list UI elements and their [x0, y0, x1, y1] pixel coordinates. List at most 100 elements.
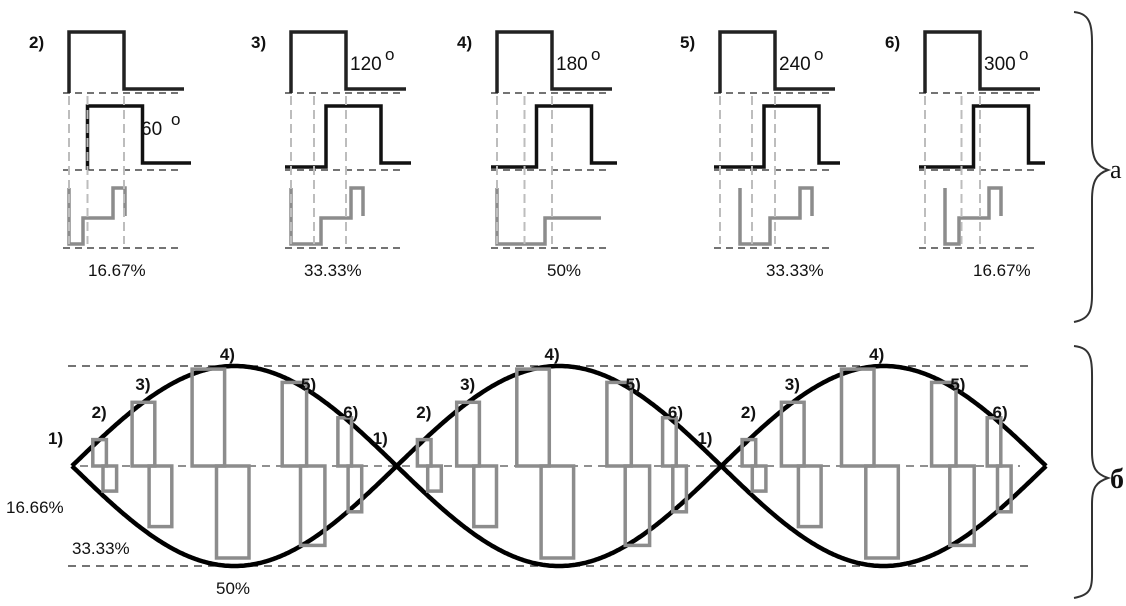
period-1-pulse-down-3 — [214, 464, 251, 560]
period-2-pulse-down-3 — [539, 464, 576, 560]
panel-5-shifted-pulse — [714, 104, 840, 169]
panel-3-reference-pulse — [289, 30, 406, 93]
period-2-pulse-down-1 — [425, 464, 444, 493]
period-2-pulse-down-2 — [472, 464, 499, 529]
panel-2-degree-sign: o — [171, 110, 180, 129]
period-2-pulse-up-1 — [415, 437, 433, 468]
brace-b-icon — [1073, 345, 1112, 599]
period-1-point-label-5: 5) — [301, 375, 316, 394]
period-2-point-label-1: 1) — [373, 429, 388, 448]
period-3-point-label-2: 2) — [741, 403, 756, 422]
period-2-pulse-up-3 — [515, 367, 552, 468]
period-3-point-label-3: 3) — [785, 375, 800, 394]
panel-2-reference-pulse — [67, 30, 184, 93]
period-1-pulse-up-3 — [190, 367, 227, 468]
period-3-pulse-up-5 — [985, 416, 1003, 468]
period-2-pulse-up-4 — [605, 380, 634, 468]
panel-6-reference-pulse — [923, 30, 1040, 93]
panel-3-percent: 33.33% — [304, 261, 362, 280]
period-1-pulse-down-2 — [147, 464, 174, 529]
level-label-33-33: 33.33% — [72, 539, 130, 558]
period-3-point-label-6: 6) — [993, 403, 1008, 422]
period-3-pulse-down-4 — [948, 464, 976, 548]
panel-4-percent: 50% — [547, 261, 581, 280]
period-3-pulse-down-3 — [864, 464, 901, 560]
period-3-pulse-up-4 — [929, 380, 958, 468]
section-b: 1) 2) 3) 4) 5) 6) 1) 2) 3) 4) 5) 6) 1) 2) 3) 4) 5) 6) 16.6… — [6, 345, 1048, 598]
period-2-pulse-up-2 — [454, 400, 482, 468]
panel-6-number: 6) — [885, 33, 900, 52]
period-3-pulse-down-1 — [750, 464, 768, 493]
panel-2-percent: 16.67% — [88, 261, 146, 280]
period-2-pulse-down-5 — [671, 464, 689, 514]
panel-3-difference-pulse — [289, 186, 365, 246]
panel-4-shifted-pulse — [491, 104, 617, 169]
panel-5-percent: 33.33% — [766, 261, 824, 280]
period-3-pulse-up-1 — [740, 437, 758, 468]
period-2-point-label-4: 4) — [545, 345, 560, 364]
envelope-lower — [70, 462, 1048, 569]
period-1-pulse-up-2 — [130, 400, 157, 468]
period-3-pulse-down-5 — [995, 464, 1013, 514]
period-1-pulse-up-5 — [336, 416, 354, 468]
panel-6-degree-sign: o — [1019, 45, 1028, 64]
period-3-point-label-4: 4) — [869, 345, 884, 364]
panel-4-reference-pulse — [495, 30, 612, 93]
period-1-point-label-2: 2) — [92, 403, 107, 422]
panel-6-difference-pulse — [943, 186, 1003, 246]
period-2-point-label-3: 3) — [460, 375, 475, 394]
period-1-point-label-1: 1) — [48, 429, 63, 448]
period-3-pulse-up-3 — [839, 367, 876, 468]
panel-2: 2) 60 o 16.67% — [29, 30, 191, 280]
panel-2-difference-pulse — [67, 186, 127, 246]
brace-a-icon — [1073, 11, 1112, 323]
period-2-pulse-up-5 — [660, 416, 678, 468]
period-3-point-label-1: 1) — [697, 429, 712, 448]
panel-5-reference-pulse — [718, 30, 835, 93]
period-1-pulse-down-5 — [346, 464, 364, 514]
panel-6-shifted-pulse — [919, 104, 1045, 169]
envelope-upper — [70, 363, 1048, 470]
panel-6-percent: 16.67% — [973, 261, 1031, 280]
level-label-50: 50% — [216, 579, 250, 598]
brace-b-label: б — [1110, 464, 1124, 495]
panel-6-angle: 300 — [984, 54, 1016, 75]
period-2-pulse-down-4 — [623, 464, 652, 548]
panel-3-number: 3) — [251, 33, 266, 52]
panel-3-angle: 120 — [350, 54, 382, 75]
panel-3-shifted-pulse — [285, 104, 411, 169]
period-3-point-label-5: 5) — [950, 375, 965, 394]
panel-5-difference-pulse — [738, 186, 814, 246]
period-1-pulse-up-1 — [91, 437, 109, 468]
panel-4-difference-pulse — [495, 188, 601, 246]
period-1-point-label-3: 3) — [135, 375, 150, 394]
level-label-16-66: 16.66% — [6, 498, 64, 517]
panel-3-degree-sign: o — [385, 45, 394, 64]
period-2-point-label-2: 2) — [416, 403, 431, 422]
panel-4-angle: 180 — [556, 54, 588, 75]
panel-4-degree-sign: o — [591, 45, 600, 64]
period-1-pulse-down-1 — [101, 464, 119, 493]
period-2-point-label-5: 5) — [626, 375, 641, 394]
panel-5-degree-sign: o — [814, 45, 823, 64]
period-1-pulse-up-4 — [280, 380, 309, 468]
period-3-pulse-down-2 — [796, 464, 823, 529]
panel-2-number: 2) — [29, 33, 44, 52]
brace-a-label: a — [1110, 155, 1122, 184]
panel-5-angle: 240 — [779, 54, 811, 75]
period-2-point-label-6: 6) — [668, 403, 683, 422]
panel-4-number: 4) — [457, 33, 472, 52]
period-1-pulse-down-4 — [298, 464, 327, 548]
period-3-pulse-up-2 — [779, 400, 806, 468]
panel-5-number: 5) — [680, 33, 695, 52]
panel-2-angle: 60 — [141, 119, 162, 140]
period-1-point-label-6: 6) — [343, 403, 358, 422]
period-1-point-label-4: 4) — [220, 345, 235, 364]
